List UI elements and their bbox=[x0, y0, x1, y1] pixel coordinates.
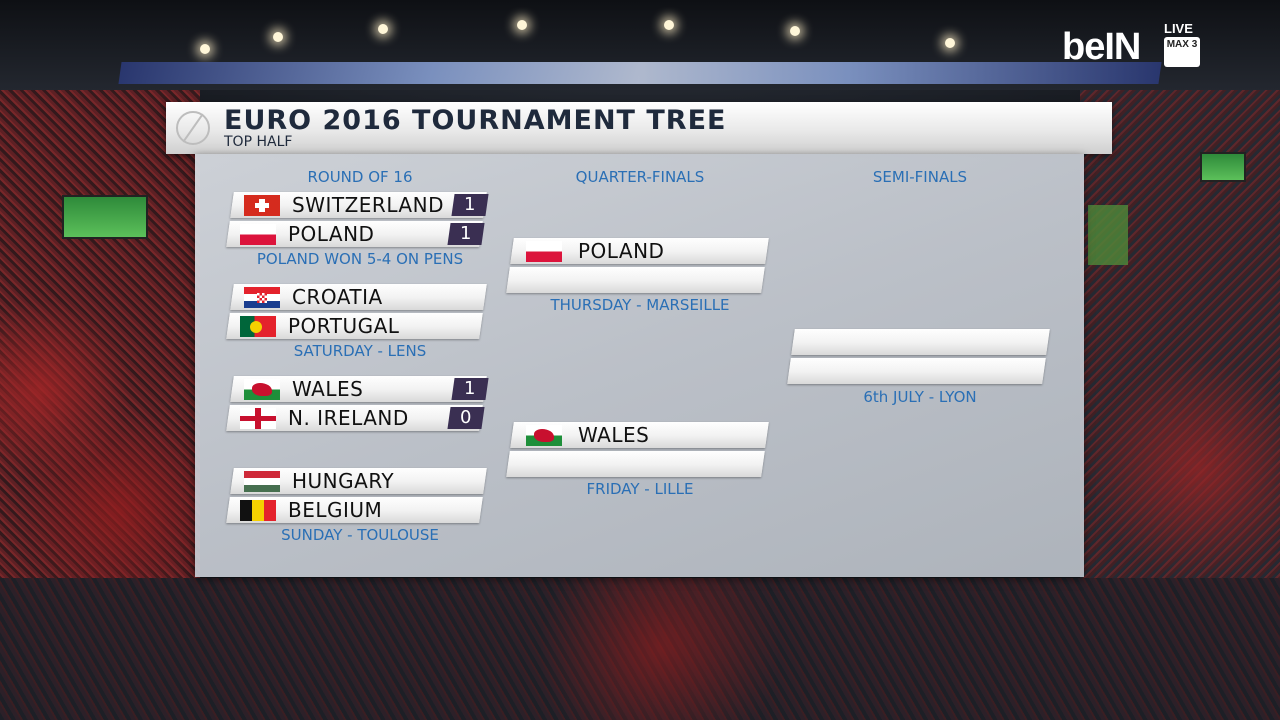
floodlight bbox=[378, 24, 388, 34]
title-bar: EURO 2016 TOURNAMENT TREE TOP HALF bbox=[166, 102, 1112, 154]
score-box: 0 bbox=[447, 407, 485, 429]
team-name: PORTUGAL bbox=[288, 314, 400, 338]
team-name: WALES bbox=[292, 377, 364, 401]
team-name: HUNGARY bbox=[292, 469, 395, 493]
poland-flag-icon bbox=[240, 224, 276, 245]
broadcaster-logo: beIN LIVE MAX 3 bbox=[1060, 20, 1210, 70]
northern-ireland-flag-icon bbox=[240, 408, 276, 429]
team-row-belgium: BELGIUM bbox=[226, 497, 483, 523]
team-row-switzerland: SWITZERLAND 1 bbox=[230, 192, 489, 218]
stadium-screen bbox=[1200, 152, 1246, 182]
floodlight bbox=[664, 20, 674, 30]
belgium-flag-icon bbox=[240, 500, 276, 521]
team-name: CROATIA bbox=[292, 285, 383, 309]
poland-flag-icon bbox=[526, 241, 562, 262]
channel-badge: MAX 3 bbox=[1164, 37, 1200, 67]
logo-wordmark: beIN bbox=[1062, 26, 1141, 68]
live-label: LIVE bbox=[1164, 21, 1193, 36]
stadium-screen bbox=[62, 195, 148, 239]
floodlight bbox=[200, 44, 210, 54]
team-row-hungary: HUNGARY bbox=[230, 468, 487, 494]
croatia-flag-icon bbox=[244, 287, 280, 308]
score-box: 1 bbox=[451, 194, 489, 216]
match-note: 6th JULY - LYON bbox=[863, 388, 977, 406]
qf-empty-slot bbox=[506, 267, 765, 293]
team-name: SWITZERLAND bbox=[292, 193, 444, 217]
crowd-bottom bbox=[0, 578, 1280, 720]
team-row-poland: POLAND 1 bbox=[226, 221, 485, 247]
team-row-northern-ireland: N. IRELAND 0 bbox=[226, 405, 485, 431]
football-icon bbox=[176, 111, 210, 145]
portugal-flag-icon bbox=[240, 316, 276, 337]
qf-team-row-wales: WALES bbox=[510, 422, 769, 448]
column-heading-round-of-16: ROUND OF 16 bbox=[307, 168, 413, 186]
floodlight bbox=[517, 20, 527, 30]
graphic-subtitle: TOP HALF bbox=[224, 134, 293, 150]
floodlight bbox=[273, 32, 283, 42]
wales-flag-icon bbox=[526, 425, 562, 446]
switzerland-flag-icon bbox=[244, 195, 280, 216]
match-note: FRIDAY - LILLE bbox=[586, 480, 694, 498]
floodlight bbox=[945, 38, 955, 48]
match-note: SATURDAY - LENS bbox=[293, 342, 427, 360]
score-box: 1 bbox=[451, 378, 489, 400]
match-note: POLAND WON 5-4 ON PENS bbox=[256, 250, 464, 268]
match-note: THURSDAY - MARSEILLE bbox=[550, 296, 730, 314]
wales-flag-icon bbox=[244, 379, 280, 400]
score-box: 1 bbox=[447, 223, 485, 245]
qf-empty-slot bbox=[506, 451, 765, 477]
graphic-title: EURO 2016 TOURNAMENT TREE bbox=[224, 105, 727, 136]
sf-empty-slot bbox=[787, 358, 1046, 384]
column-heading-quarter-finals: QUARTER-FINALS bbox=[575, 168, 705, 186]
team-row-wales: WALES 1 bbox=[230, 376, 489, 402]
stadium-banner-ribbon bbox=[118, 62, 1162, 84]
team-name: N. IRELAND bbox=[288, 406, 409, 430]
sf-empty-slot bbox=[791, 329, 1050, 355]
team-name: WALES bbox=[578, 423, 650, 447]
team-row-croatia: CROATIA bbox=[230, 284, 487, 310]
floodlight bbox=[790, 26, 800, 36]
team-name: BELGIUM bbox=[288, 498, 383, 522]
team-name: POLAND bbox=[288, 222, 375, 246]
team-row-portugal: PORTUGAL bbox=[226, 313, 483, 339]
column-heading-semi-finals: SEMI-FINALS bbox=[872, 168, 968, 186]
match-note: SUNDAY - TOULOUSE bbox=[281, 526, 439, 544]
qf-team-row-poland: POLAND bbox=[510, 238, 769, 264]
team-name: POLAND bbox=[578, 239, 665, 263]
pitch-glimpse bbox=[1088, 205, 1128, 265]
hungary-flag-icon bbox=[244, 471, 280, 492]
